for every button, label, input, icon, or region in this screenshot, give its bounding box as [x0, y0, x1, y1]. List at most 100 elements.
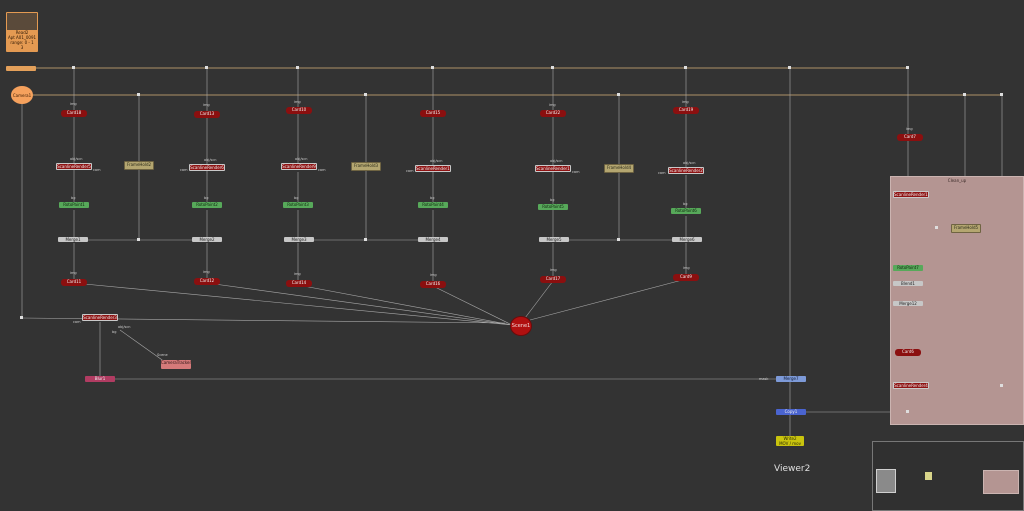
read-thumbnail: [7, 13, 37, 30]
merge-node[interactable]: Merge1: [58, 237, 88, 242]
card-node[interactable]: Card7: [897, 134, 923, 141]
pipe-dot[interactable]: [617, 238, 620, 241]
write-node[interactable]: Write2 MOV / mov: [776, 436, 804, 446]
card-node[interactable]: Card22: [540, 110, 566, 117]
pipe-dot[interactable]: [296, 66, 299, 69]
framehold-node-overlay[interactable]: FrameHold5: [951, 224, 981, 233]
merge-node[interactable]: Merge3: [284, 237, 314, 242]
pipe-label-cam: cam: [406, 169, 414, 173]
card-node[interactable]: Card13: [194, 111, 220, 118]
pipe-dot[interactable]: [20, 316, 23, 319]
scanline-render-node[interactable]: ScanlineRender5: [56, 163, 92, 170]
write-title: Write2: [783, 436, 797, 441]
copy-node[interactable]: Copy1: [776, 409, 806, 415]
pipe-label-cam: cam: [658, 171, 666, 175]
merge-node-overlay[interactable]: Merge12: [893, 301, 923, 306]
card-node[interactable]: Card11: [61, 279, 87, 286]
merge-node[interactable]: Merge6: [672, 237, 702, 242]
pipe-dot[interactable]: [963, 93, 966, 96]
pipe-label-img: img: [430, 273, 437, 277]
pipe-label-obj: obj/scn: [204, 158, 217, 162]
scanline-render-node[interactable]: ScanlineRender6: [189, 164, 225, 171]
blur-node[interactable]: Blur1: [85, 376, 115, 382]
pipe-label-bg: bg: [430, 196, 435, 200]
rotopaint-node[interactable]: RotoPaint2: [192, 202, 222, 208]
read-line-2: range: 0 - 1: [10, 40, 34, 45]
scanline-render-node-overlay[interactable]: ScanlineRender4: [893, 382, 929, 389]
pipe-label-cam: cam: [572, 170, 580, 174]
read-output-node[interactable]: [6, 66, 36, 71]
pipe-dot[interactable]: [137, 238, 140, 241]
scanline-render-node[interactable]: ScanlineRender12: [535, 165, 571, 172]
scene-node[interactable]: Scene1: [510, 316, 532, 336]
pipe-label-obj: obj/scn: [70, 157, 83, 161]
pipe-label-img: img: [203, 270, 210, 274]
pipe-label-img: img: [203, 103, 210, 107]
pipe-label-obj: obj/scn: [295, 157, 308, 161]
rotopaint-node[interactable]: RotoPaint1: [59, 202, 89, 208]
framehold-node[interactable]: FrameHold4: [604, 164, 634, 173]
pipe-dot[interactable]: [617, 93, 620, 96]
pipe-label-img: img: [294, 272, 301, 276]
pipe-label-obj: obj/scn: [118, 325, 131, 329]
pipe-dot[interactable]: [431, 66, 434, 69]
card-node[interactable]: Card18: [61, 110, 87, 117]
scanline-render-node[interactable]: ScanlineRender3: [82, 314, 118, 321]
pipe-dot[interactable]: [906, 66, 909, 69]
rotopaint-node[interactable]: RotoPaint4: [418, 202, 448, 208]
scanline-render-node[interactable]: ScanlineRender10: [415, 165, 451, 172]
pipe-label-bg: bg: [294, 196, 299, 200]
read-node[interactable]: Read2 Apt A01_0091 range: 0 - 1 3: [6, 12, 38, 52]
scanline-render-node[interactable]: ScanlineRender2: [668, 167, 704, 174]
pipe-label-obj: obj/scn: [683, 161, 696, 165]
merge-node[interactable]: Merge2: [192, 237, 222, 242]
read-line-3: 3: [20, 45, 24, 50]
card-node[interactable]: Card12: [194, 278, 220, 285]
framehold-node[interactable]: FrameHold2: [124, 161, 154, 170]
pipe-dot[interactable]: [788, 66, 791, 69]
pipe-dot[interactable]: [364, 93, 367, 96]
merge-blue-node[interactable]: Merge7: [776, 376, 806, 382]
scanline-render-node-overlay[interactable]: ScanlineRender13: [893, 191, 929, 198]
rotopaint-node[interactable]: RotoPaint3: [283, 202, 313, 208]
framehold-node[interactable]: FrameHold3: [351, 162, 381, 171]
pipe-dot[interactable]: [935, 226, 938, 229]
blend-node-overlay[interactable]: Blend1: [893, 281, 923, 286]
rotopaint-node-overlay[interactable]: RotoPaint7: [893, 265, 923, 271]
card-node-overlay[interactable]: Card6: [895, 349, 921, 356]
card-node[interactable]: Card17: [540, 276, 566, 283]
viewer-label[interactable]: Viewer2: [774, 464, 811, 474]
pipe-label-cam: cam: [93, 168, 101, 172]
camera-tracker-node[interactable]: CameraTracker: [161, 360, 191, 369]
card-node[interactable]: Card15: [420, 110, 446, 117]
merge-node[interactable]: Merge5: [539, 237, 569, 242]
backdrop-title: Clean_up: [947, 178, 967, 183]
pipe-dot[interactable]: [364, 238, 367, 241]
pipe-dot[interactable]: [205, 66, 208, 69]
card-node[interactable]: Card19: [673, 107, 699, 114]
card-node[interactable]: Card14: [286, 280, 312, 287]
pipe-label-img: img: [70, 271, 77, 275]
scene-label: Scene1: [511, 323, 531, 329]
rotopaint-node[interactable]: RotoPaint5: [538, 204, 568, 210]
graph-navigator[interactable]: [872, 441, 1024, 511]
pipe-dot[interactable]: [1000, 384, 1003, 387]
pipe-dot[interactable]: [551, 66, 554, 69]
pipe-label-cam: cam: [73, 320, 81, 324]
card-node[interactable]: Card10: [286, 107, 312, 114]
pipe-dot[interactable]: [137, 93, 140, 96]
pipe-dot[interactable]: [1000, 93, 1003, 96]
pipe-dot[interactable]: [72, 66, 75, 69]
pipe-label-img: img: [549, 103, 556, 107]
card-node[interactable]: Card9: [673, 274, 699, 281]
card-node[interactable]: Card16: [420, 281, 446, 288]
scanline-render-node[interactable]: ScanlineRender9: [281, 163, 317, 170]
camera-node[interactable]: Camera1: [11, 86, 33, 104]
pipe-label-img: img: [683, 266, 690, 270]
pipe-dot[interactable]: [684, 66, 687, 69]
merge-node[interactable]: Merge4: [418, 237, 448, 242]
pipe-dot[interactable]: [906, 410, 909, 413]
rotopaint-node[interactable]: RotoPaint6: [671, 208, 701, 214]
navigator-thumb-read: [876, 469, 896, 493]
